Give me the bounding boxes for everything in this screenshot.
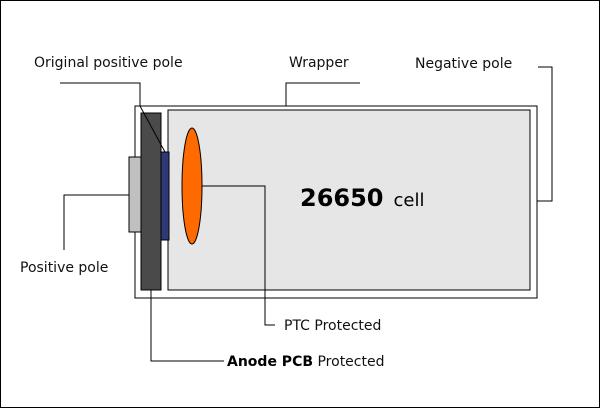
- ptc-element: [181, 127, 203, 245]
- leader-ptc: [202, 185, 275, 326]
- leader-original-positive-pole: [60, 82, 166, 153]
- cell-body: [167, 109, 531, 291]
- leader-anode-pcb: [150, 290, 224, 362]
- leader-negative-pole: [537, 66, 553, 202]
- cell-label: 26650 cell: [300, 184, 424, 212]
- label-original-positive-pole: Original positive pole: [34, 55, 183, 71]
- label-positive-pole: Positive pole: [20, 260, 108, 276]
- label-ptc-protected: PTC Protected: [284, 318, 381, 334]
- cell-number: 26650: [300, 184, 384, 212]
- label-wrapper: Wrapper: [289, 55, 349, 71]
- label-anode-protected: Protected: [313, 354, 384, 370]
- positive-pole-cap: [128, 156, 142, 233]
- label-negative-pole: Negative pole: [415, 56, 512, 72]
- label-anode-pcb-protected: Anode PCB Protected: [227, 354, 384, 370]
- cell-word: cell: [394, 190, 425, 211]
- label-anode-pcb-bold: Anode PCB: [227, 354, 313, 370]
- original-positive-pole: [160, 151, 170, 241]
- leader-wrapper: [285, 82, 360, 106]
- leader-positive-pole: [63, 194, 129, 250]
